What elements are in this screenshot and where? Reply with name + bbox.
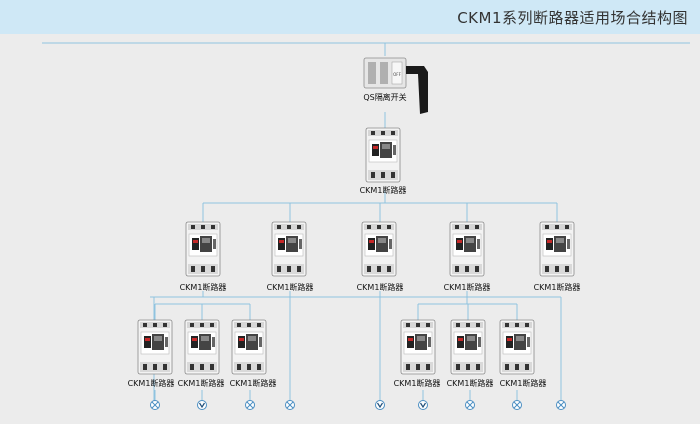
isolator-face-text: OFF: [393, 72, 401, 77]
breaker-label: CKM1断路器: [360, 185, 407, 195]
breaker-label: CKM1断路器: [447, 378, 494, 388]
main-breaker: CKM1断路器: [360, 127, 407, 195]
breaker-label: CKM1断路器: [357, 282, 404, 292]
page-title: CKM1系列断路器适用场合结构图: [457, 9, 688, 27]
breaker-l2-5: CKM1断路器: [534, 221, 581, 292]
breaker-label: CKM1断路器: [394, 378, 441, 388]
breaker-l2-1: CKM1断路器: [180, 221, 227, 292]
breaker-l3-6: CKM1断路器: [499, 319, 547, 388]
breaker-l3-5: CKM1断路器: [447, 319, 494, 388]
lamp-icon: [150, 400, 160, 410]
isolator-switch: OFF QS隔离开关: [363, 57, 428, 114]
breaker-l2-4: CKM1断路器: [444, 221, 491, 292]
breaker-icon: [499, 319, 535, 375]
title-bar: CKM1系列断路器适用场合结构图: [0, 0, 700, 34]
lamp-icon: [556, 400, 566, 410]
isolator-handle: [406, 66, 428, 114]
level3-breakers: CKM1断路器 CKM1断路器 CKM1断路器 CKM1断路器 CKM1断路器 …: [128, 319, 547, 388]
breaker-icon: [361, 221, 397, 277]
breaker-label: CKM1断路器: [230, 378, 277, 388]
breaker-icon: [365, 127, 401, 183]
isolator-label: QS隔离开关: [363, 92, 406, 102]
motor-icon: [374, 399, 386, 411]
breaker-icon: [450, 319, 486, 375]
breaker-icon: [137, 319, 173, 375]
breaker-label: CKM1断路器: [267, 282, 314, 292]
breaker-icon: [184, 319, 220, 375]
breaker-icon: [231, 319, 267, 375]
lamp-icon: [465, 400, 475, 410]
motor-icon: [196, 399, 208, 411]
breaker-label: CKM1断路器: [180, 282, 227, 292]
breaker-icon: [449, 221, 485, 277]
breaker-l3-2: CKM1断路器: [178, 319, 225, 388]
lamp-icon: [245, 400, 255, 410]
level2-breakers: CKM1断路器 CKM1断路器 CKM1断路器 CKM1断路器 CKM1断路器: [180, 221, 581, 292]
breaker-icon: [185, 221, 221, 277]
breaker-l2-3: CKM1断路器: [357, 221, 404, 292]
breaker-label: CKM1断路器: [178, 378, 225, 388]
breaker-icon: [539, 221, 575, 277]
lamp-icon: [512, 400, 522, 410]
breaker-l3-1: CKM1断路器: [128, 319, 175, 388]
breaker-label: CKM1断路器: [128, 378, 175, 388]
breaker-label: CKM1断路器: [534, 282, 581, 292]
breaker-label: CKM1断路器: [444, 282, 491, 292]
breaker-l3-4: CKM1断路器: [394, 319, 441, 388]
breaker-l2-2: CKM1断路器: [267, 221, 314, 292]
loads: [150, 399, 566, 411]
wiring: [42, 42, 690, 404]
breaker-icon: [400, 319, 436, 375]
lamp-icon: [285, 400, 295, 410]
breaker-label: CKM1断路器: [500, 378, 547, 388]
breaker-l3-3: CKM1断路器: [230, 319, 277, 388]
motor-icon: [417, 399, 429, 411]
breaker-icon: [271, 221, 307, 277]
